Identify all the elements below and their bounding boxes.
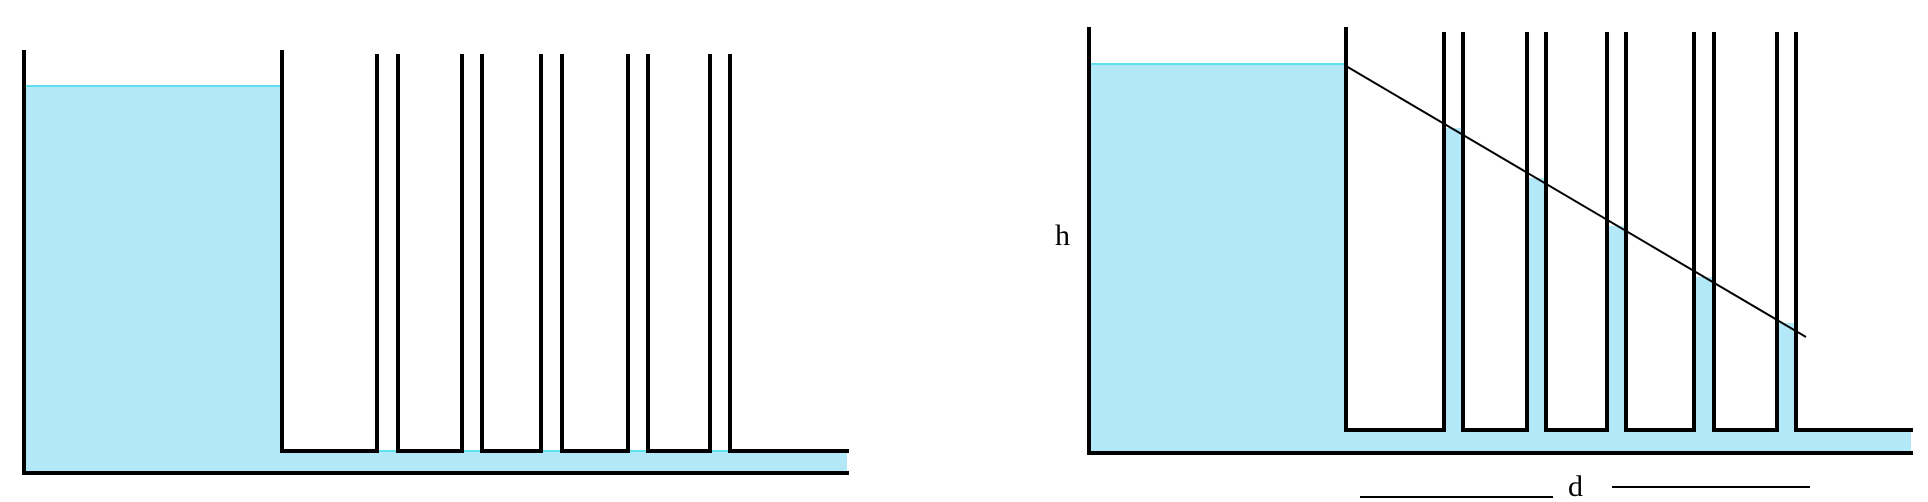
tube-2-water: [1527, 178, 1545, 430]
pressure-gradient-line: [1345, 65, 1807, 338]
left-reservoir-water: [24, 86, 282, 472]
left-bottom-channel-water: [282, 451, 847, 472]
right-tube-assembly-wall: [1344, 27, 1913, 432]
right-bottom-channel-water: [1346, 430, 1911, 452]
left-tube-assembly-wall: [280, 50, 849, 453]
static-vessels-figure: [22, 50, 849, 475]
left-reservoir-wall: [22, 50, 849, 475]
distance-label: d: [1568, 470, 1583, 502]
height-label: h: [1055, 219, 1070, 252]
right-reservoir-wall: [1087, 27, 1913, 455]
tube-5-water: [1777, 323, 1795, 430]
tube-1-water: [1444, 128, 1462, 430]
right-reservoir-water: [1089, 64, 1346, 452]
tube-4-water: [1694, 277, 1713, 430]
tube-3-water: [1607, 226, 1625, 430]
flowing-vessels-figure: h d: [1055, 27, 1913, 502]
